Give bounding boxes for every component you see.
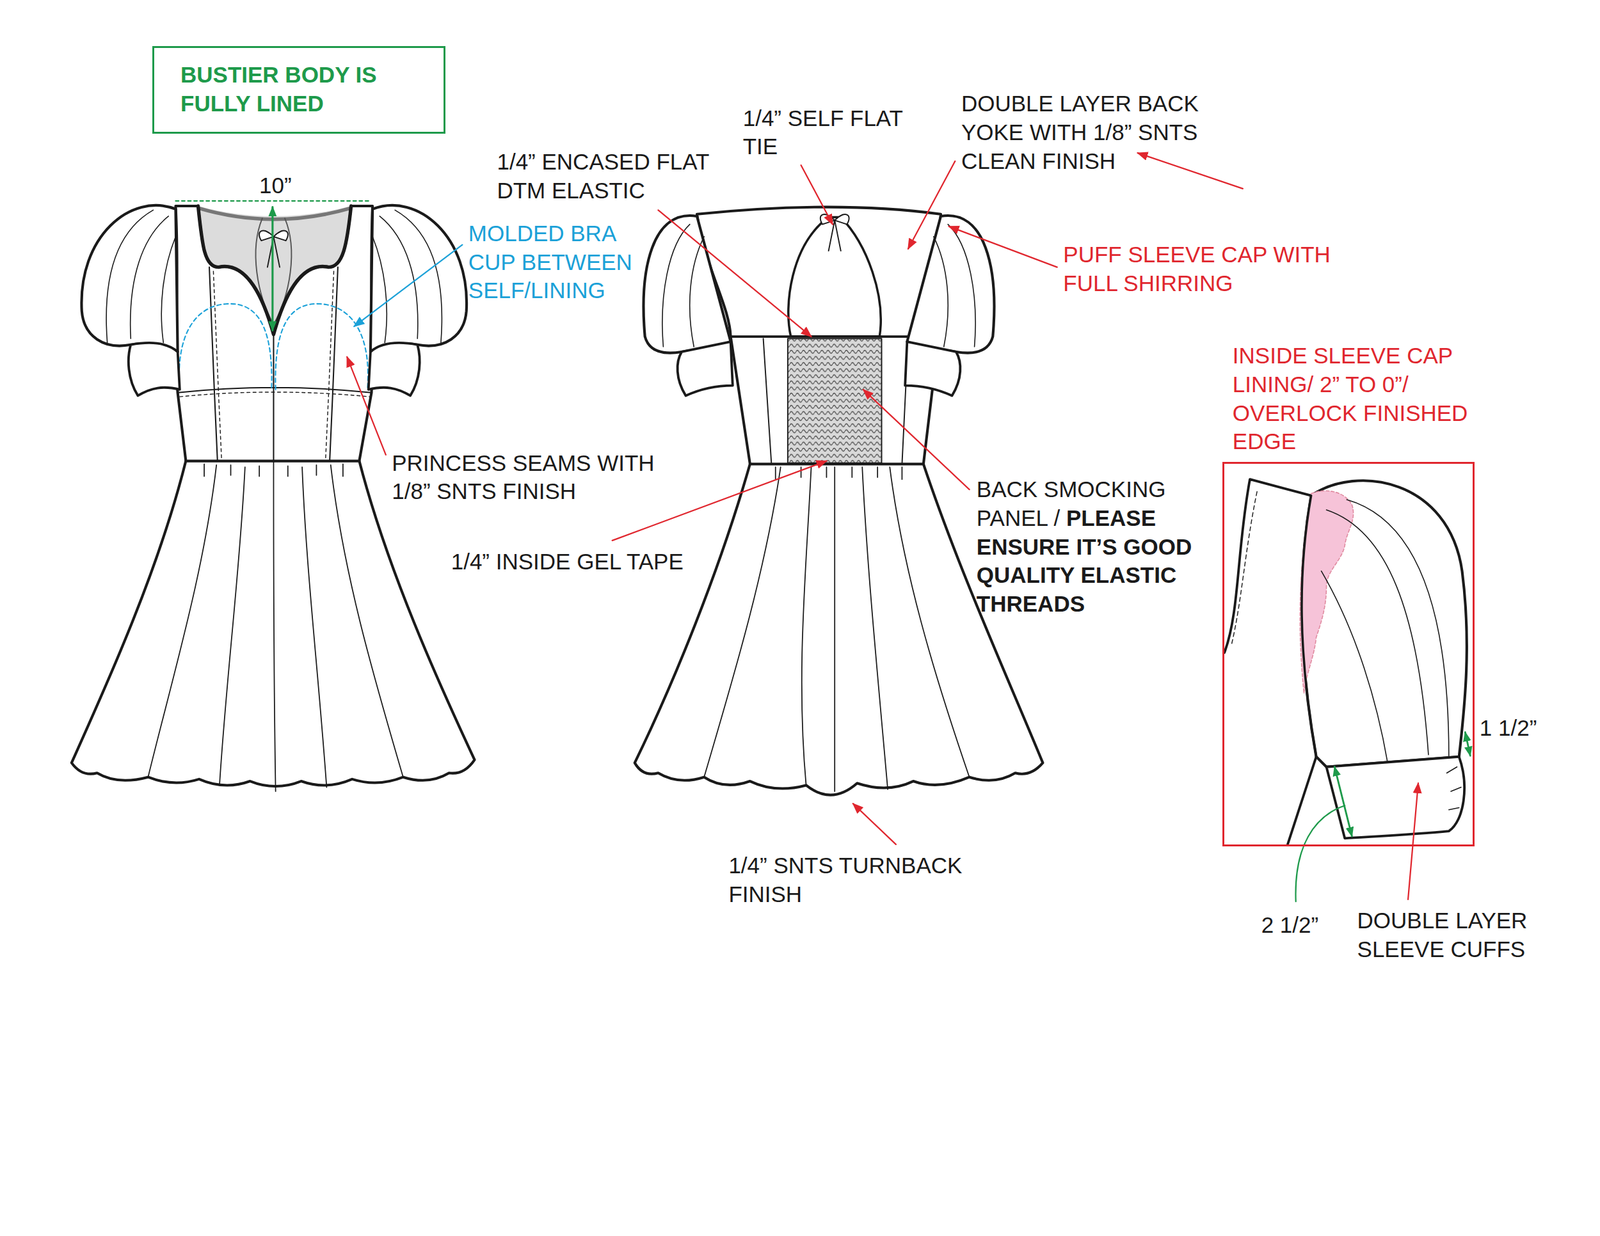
callout-group: DOUBLE LAYER BACK YOKE WITH 1/8” SNTS CL… [961,89,1237,176]
callout-text: 1/4” SNTS TURNBACK FINISH [728,853,962,907]
front-left-sleeve [81,205,180,397]
neck-drop-dimension [271,207,274,331]
neck-edge [198,208,352,220]
neck-width-line [175,200,370,202]
callout-group: 1/4” SELF FLAT TIE [743,104,932,162]
sleeve-detail [1224,479,1471,902]
leader-line [657,209,811,337]
front-right-sleeve [368,205,467,397]
callout-text: 1 1/2” [1479,715,1538,741]
sweetheart-edge [198,206,352,335]
leader-line [346,357,386,456]
callout-text: DOUBLE LAYER SLEEVE CUFFS [1357,908,1528,962]
detail-heading: INSIDE SLEEVE CAP LINING/ 2” TO 0”/ OVER… [1232,341,1484,457]
callout-text: 2 1/2” [1261,912,1320,938]
cuff-gathers [1447,767,1462,811]
drawing-part [81,205,178,352]
callout-text: DOUBLE LAYER BACK YOKE WITH 1/8” SNTS CL… [961,90,1199,174]
back-seams [750,338,924,464]
note-text: BUSTIER BODY IS FULLY LINED [180,60,418,119]
drawing-part [677,341,733,396]
smocking-panel [787,338,882,463]
leader-line [908,161,955,249]
callout-group: DOUBLE LAYER SLEEVE CUFFS [1357,906,1562,965]
leader-line [1408,783,1419,900]
cuff-width-dimension [1334,767,1352,837]
detail-frame: INSIDE SLEEVE CAP LINING/ 2” TO 0”/ OVER… [1222,462,1475,847]
dimension-leader [1295,805,1345,902]
back-bodice [696,207,941,465]
callout-group: 1/4” INSIDE GEL TAPE [451,547,727,577]
armhole-seam [1301,496,1317,758]
callout-group: PRINCESS SEAMS WITH 1/8” SNTS FINISH [391,449,678,507]
callout-group: PUFF SLEEVE CAP WITH FULL SHIRRING [1063,240,1334,299]
back-skirt-folds [704,467,969,792]
callout-group: 10” [259,171,321,201]
detail-shirring [1321,499,1449,763]
back-left-sleeve [643,215,733,396]
callout-group: 1/4” SNTS TURNBACK FINISH [728,851,1000,910]
bodice-seams [177,267,372,462]
leader-line [353,245,463,328]
callout-text: 1/4” SELF FLAT TIE [743,105,904,160]
cuff-dimension [1464,732,1471,757]
drawing-part [128,343,180,397]
detail-cuff [1326,757,1465,840]
callout-group: 1 1/2” [1479,714,1562,744]
skirt-folds [147,461,404,792]
drawing-part [904,341,960,396]
callout-group: 2 1/2” [1261,911,1344,941]
stitch-lines [179,271,370,459]
note-box: BUSTIER BODY IS FULLY LINED [152,46,447,134]
callout-text: 10” [259,172,292,198]
leader-lines [346,152,1419,900]
drawing-part [933,224,976,347]
callout-group: MOLDED BRA CUP BETWEEN SELF/LINING [468,219,663,306]
callout-group: 1/4” ENCASED FLAT DTM ELASTIC [496,147,742,206]
front-bodice [175,206,373,462]
callout-text: PRINCESS SEAMS WITH 1/8” SNTS FINISH [391,450,655,505]
leader-line [949,226,1058,268]
drawing-part [643,215,731,354]
leader-line [1137,152,1243,189]
back-right-sleeve [904,215,994,396]
back-bow [820,214,850,251]
callout-text: PUFF SLEEVE CAP WITH FULL SHIRRING [1063,241,1331,296]
leader-line [863,389,970,490]
callout-group: BACK SMOCKING PANEL /PLEASE ENSURE IT’S … [976,475,1218,619]
callout-text: 1/4” ENCASED FLAT DTM ELASTIC [496,149,709,203]
leader-line [853,803,896,845]
drawing-part [368,343,420,397]
detail-stitch [1231,491,1257,645]
callout-text: 1/4” INSIDE GEL TAPE [451,549,684,575]
drawing-part [106,209,176,343]
drawing-part [906,215,994,354]
leader-line [801,165,833,224]
drawing-part [820,214,850,251]
callout-text: MOLDED BRA CUP BETWEEN SELF/LINING [468,220,633,304]
drawing-part [372,209,442,343]
back-keyhole [788,217,881,338]
